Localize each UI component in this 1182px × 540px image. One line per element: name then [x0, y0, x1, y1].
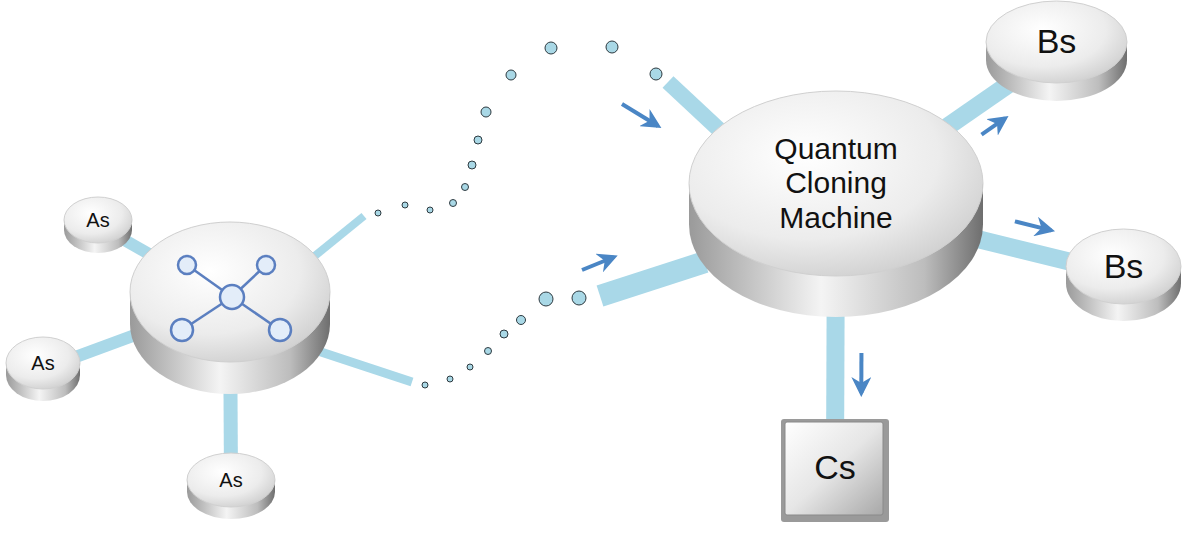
disc-top — [6, 337, 80, 389]
network-node — [257, 256, 275, 274]
disc-top — [130, 222, 330, 362]
direction-arrow — [1015, 221, 1051, 230]
input-port — [600, 262, 705, 296]
input-arrow — [582, 257, 614, 270]
box-face — [785, 422, 883, 515]
particle — [485, 348, 492, 355]
disc-node: As — [63, 196, 133, 254]
disc-node: As — [5, 336, 81, 402]
disc-node: Bs — [1065, 228, 1182, 322]
particle-stream — [375, 41, 662, 388]
hub-disc — [130, 222, 330, 394]
disc-top — [986, 1, 1127, 83]
node-label: Cs — [814, 448, 856, 487]
node-label: Quantum Cloning Machine — [746, 132, 926, 236]
disc-node: As — [186, 452, 276, 520]
disc-node: Bs — [985, 0, 1128, 102]
particle — [447, 376, 453, 382]
disc-top — [64, 197, 132, 243]
particle — [474, 136, 482, 144]
particle — [468, 161, 476, 169]
particle — [517, 316, 526, 325]
particle — [650, 68, 662, 80]
network-node — [220, 285, 244, 309]
particle — [375, 210, 381, 216]
particle — [467, 364, 473, 370]
network-node — [269, 319, 291, 341]
disc-top — [187, 453, 275, 507]
particle — [545, 42, 557, 54]
particle — [462, 184, 469, 191]
output-connector — [835, 308, 861, 428]
node-label: As — [86, 209, 109, 232]
output-box: Cs — [780, 418, 890, 523]
hub-stub — [43, 216, 412, 486]
network-node — [178, 256, 196, 274]
input-arrow — [622, 104, 658, 126]
connector-bar — [826, 308, 844, 428]
node-label: As — [219, 469, 242, 492]
connector-bar — [967, 236, 1077, 263]
particle — [572, 291, 586, 305]
particle — [450, 200, 457, 207]
particle — [481, 107, 491, 117]
disc-top — [689, 91, 983, 276]
box-edge — [781, 419, 889, 522]
particle — [427, 207, 433, 213]
particle — [606, 41, 618, 53]
particle — [402, 202, 408, 208]
node-label: Bs — [1104, 247, 1144, 286]
disc-top — [1066, 229, 1181, 304]
particle — [539, 292, 553, 306]
disc-node: Quantum Cloning Machine — [688, 90, 984, 318]
direction-arrow — [859, 353, 863, 393]
particle — [506, 70, 516, 80]
particle — [422, 382, 428, 388]
node-label: As — [31, 352, 54, 375]
output-connector — [967, 221, 1077, 263]
hub-stub — [315, 350, 412, 382]
particle — [500, 330, 508, 338]
network-node — [171, 319, 193, 341]
direction-arrow — [982, 118, 1006, 134]
node-label: Bs — [1037, 22, 1077, 61]
network-icon — [171, 256, 291, 341]
